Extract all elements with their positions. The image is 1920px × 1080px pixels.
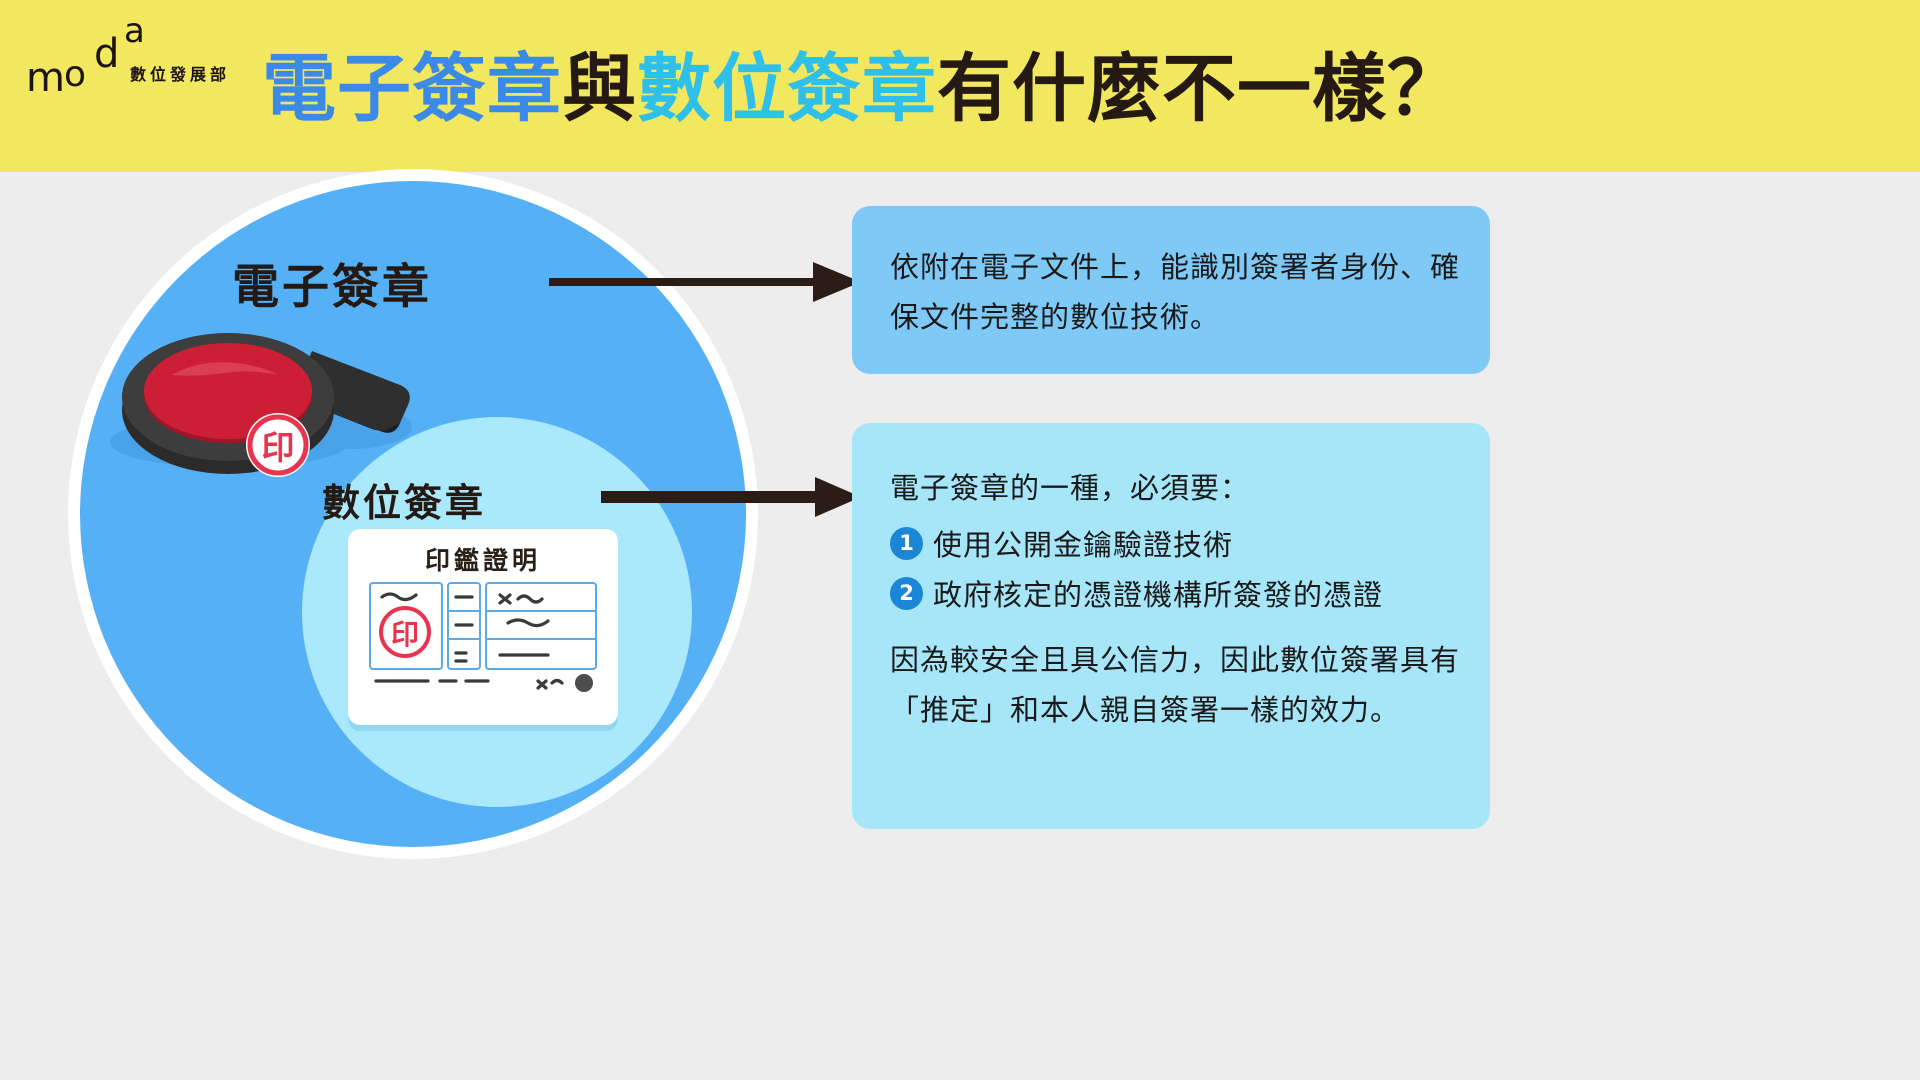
stamp-illustration-icon: 印 bbox=[110, 333, 412, 477]
logo-letter-a: a bbox=[124, 11, 145, 51]
digital-signature-requirements-list: 1 使用公開金鑰驗證技術 2 政府核定的憑證機構所簽發的憑證 bbox=[890, 521, 1470, 621]
title-part-conjunction: 與 bbox=[562, 45, 637, 132]
title-part-digital: 數位簽章 bbox=[637, 45, 937, 132]
page-title: 電子簽章與數位簽章有什麼不一樣？ bbox=[262, 27, 1762, 137]
requirement-text-1: 使用公開金鑰驗證技術 bbox=[933, 528, 1234, 562]
label-digital-signature: 數位簽章 bbox=[322, 481, 487, 525]
digital-signature-definition-box: 電子簽章的一種，必須要： 1 使用公開金鑰驗證技術 2 政府核定的憑證機構所簽發… bbox=[852, 423, 1490, 829]
stamp-seal-glyph: 印 bbox=[262, 428, 295, 467]
logo-letter-m: m bbox=[26, 55, 65, 101]
number-badge-2: 2 bbox=[890, 576, 923, 610]
number-badge-1: 1 bbox=[890, 526, 923, 560]
label-electronic-signature: 電子簽章 bbox=[232, 260, 432, 315]
title-part-question: 有什麼不一樣？ bbox=[937, 45, 1462, 132]
document-table-illustration-icon: 印 bbox=[369, 582, 597, 692]
logo-letter-o: o bbox=[64, 54, 87, 95]
venn-diagram: 印 電子簽章 數位簽章 印鑑證明 bbox=[0, 169, 860, 1080]
agency-name: 數位發展部 bbox=[130, 65, 231, 84]
moda-logo: m o d a 數位發展部 bbox=[22, 8, 262, 108]
electronic-signature-definition-box: 依附在電子文件上，能識別簽署者身份、確保文件完整的數位技術。 bbox=[852, 206, 1490, 374]
requirement-text-2: 政府核定的憑證機構所簽發的憑證 bbox=[933, 578, 1384, 612]
arrow-to-electronic-box bbox=[549, 262, 861, 302]
seal-certificate-card: 印鑑證明 bbox=[348, 529, 618, 725]
digital-signature-note-text: 因為較安全且具公信力，因此數位簽署具有「推定」和本人親自簽署一樣的效力。 bbox=[890, 643, 1461, 727]
header-banner: m o d a 數位發展部 電子簽章與數位簽章有什麼不一樣？ bbox=[0, 0, 1920, 172]
list-item: 2 政府核定的憑證機構所簽發的憑證 bbox=[890, 571, 1470, 615]
electronic-signature-definition-text: 依附在電子文件上，能識別簽署者身份、確保文件完整的數位技術。 bbox=[890, 250, 1461, 334]
moda-wordmark-icon: m o d a bbox=[22, 8, 152, 98]
title-part-electronic: 電子簽章 bbox=[262, 45, 562, 132]
logo-letter-d: d bbox=[94, 31, 120, 77]
document-title: 印鑑證明 bbox=[424, 546, 541, 575]
arrow-to-digital-box bbox=[601, 477, 861, 517]
digital-signature-intro-text: 電子簽章的一種，必須要： bbox=[890, 471, 1251, 505]
document-seal-glyph: 印 bbox=[391, 618, 419, 651]
list-item: 1 使用公開金鑰驗證技術 bbox=[890, 521, 1470, 565]
